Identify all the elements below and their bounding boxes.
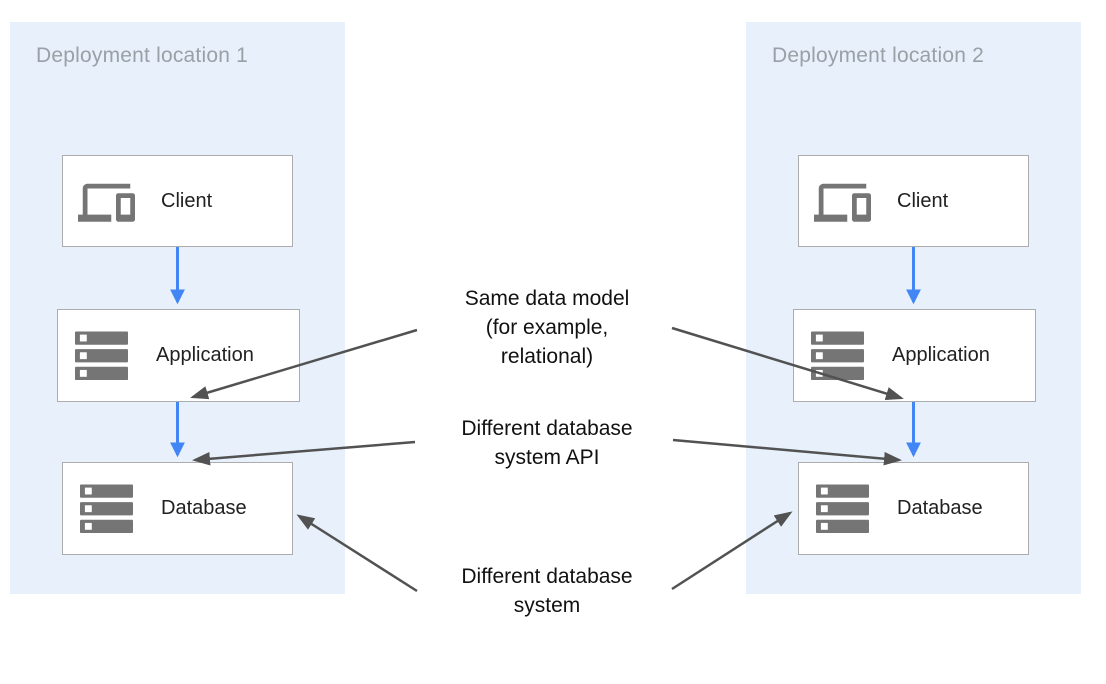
annotation-line: system bbox=[513, 594, 581, 617]
database-node-label: Database bbox=[161, 497, 247, 519]
annotation-line: Same data model bbox=[464, 287, 630, 310]
annotation-line: Different database bbox=[461, 417, 633, 440]
database-node-location-1: Database bbox=[62, 462, 293, 555]
annotation-same-data-model: Same data model (for example, relational… bbox=[427, 284, 667, 371]
devices-icon bbox=[813, 180, 871, 223]
annotation-line: system API bbox=[494, 446, 600, 469]
application-node-location-2: Application bbox=[793, 309, 1036, 402]
client-node-location-2: Client bbox=[798, 155, 1029, 247]
application-node-location-1: Application bbox=[57, 309, 300, 402]
application-node-label: Application bbox=[892, 344, 990, 366]
devices-icon bbox=[77, 180, 135, 223]
server-stack-icon bbox=[72, 330, 130, 381]
deployment-location-2-title: Deployment location 2 bbox=[772, 44, 984, 67]
client-node-label: Client bbox=[897, 189, 949, 212]
annotation-line: Different database bbox=[461, 565, 633, 588]
database-node-label: Database bbox=[897, 497, 983, 519]
annotation-different-database-system: Different database system bbox=[427, 562, 667, 620]
database-node-location-2: Database bbox=[798, 462, 1029, 555]
deployment-location-1-title: Deployment location 1 bbox=[36, 44, 248, 67]
server-stack-icon bbox=[808, 330, 866, 381]
application-node-label: Application bbox=[156, 344, 254, 366]
annotation-different-database-system-api: Different database system API bbox=[427, 414, 667, 472]
client-node-label: Client bbox=[161, 189, 213, 212]
annotation-line: (for example, bbox=[485, 316, 609, 339]
server-stack-icon bbox=[813, 483, 871, 534]
client-node-location-1: Client bbox=[62, 155, 293, 247]
annotation-line: relational) bbox=[500, 345, 594, 368]
server-stack-icon bbox=[77, 483, 135, 534]
